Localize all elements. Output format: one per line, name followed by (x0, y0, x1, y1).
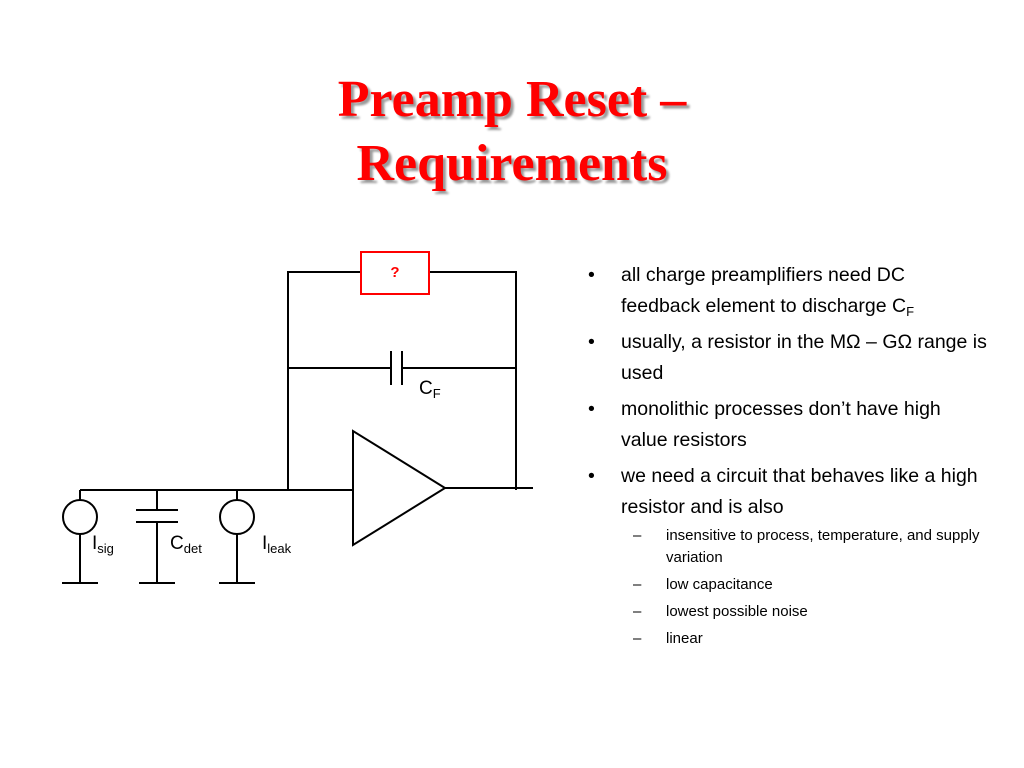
sub-bullet-dash: – (633, 603, 642, 620)
sub-bullet-text: low capacitance (666, 576, 773, 593)
bullet-dot: • (588, 264, 595, 286)
isig-current-source (62, 499, 98, 535)
ileak-label-sub: leak (267, 541, 292, 556)
ileak-label-main: I (262, 533, 268, 554)
cf-label-sub: F (432, 386, 441, 401)
bullet-item: • we need a circuit that behaves like a … (588, 461, 988, 650)
sub-bullet-item: – low capacitance (621, 574, 988, 596)
bullet-dot: • (588, 398, 595, 420)
sub-bullet-text: lowest possible noise (666, 603, 808, 620)
bullet-item: • usually, a resistor in the MΩ – GΩ ran… (588, 327, 988, 389)
sub-bullet-dash: – (633, 527, 642, 544)
requirements-list: • all charge preamplifiers need DC feedb… (588, 260, 988, 655)
sub-bullet-item: – linear (621, 628, 988, 650)
ileak-current-source (219, 499, 255, 535)
sub-bullet-dash: – (633, 630, 642, 647)
ileak-label: Ileak (262, 533, 291, 555)
slide-title: Preamp Reset – Requirements (0, 68, 1024, 196)
cdet-label-sub: det (183, 541, 202, 556)
bullet-text: monolithic processes don’t have high val… (621, 398, 941, 451)
bullet-item: • monolithic processes don’t have high v… (588, 394, 988, 456)
isig-label-sub: sig (97, 541, 114, 556)
sub-bullet-item: – insensitive to process, temperature, a… (621, 525, 988, 569)
slide-title-line-1: Preamp Reset – (337, 71, 687, 128)
unknown-feedback-element: ? (360, 251, 430, 295)
amplifier-triangle (352, 429, 447, 547)
sub-bullet-dash: – (633, 576, 642, 593)
bullet-dot: • (588, 465, 595, 487)
sub-bullet-text: linear (666, 630, 703, 647)
sub-bullet-item: – lowest possible noise (621, 601, 988, 623)
isig-label: Isig (92, 533, 114, 555)
bullet-dot: • (588, 331, 595, 353)
sub-requirements-list: – insensitive to process, temperature, a… (621, 525, 988, 650)
bullet-text: usually, a resistor in the MΩ – GΩ range… (621, 331, 987, 384)
cf-label: CF (419, 378, 441, 400)
isig-label-main: I (92, 533, 98, 554)
cdet-label: Cdet (170, 533, 202, 555)
bullet-item: • all charge preamplifiers need DC feedb… (588, 260, 988, 322)
slide-title-line-2: Requirements (356, 135, 668, 192)
feedback-element-wire (287, 271, 517, 490)
bullet-text-sub: F (906, 304, 915, 319)
bullet-text: all charge preamplifiers need DC feedbac… (621, 264, 907, 317)
cf-label-main: C (419, 378, 433, 399)
bullet-text: we need a circuit that behaves like a hi… (621, 465, 978, 518)
cdet-label-main: C (170, 533, 184, 554)
sub-bullet-text: insensitive to process, temperature, and… (666, 527, 980, 566)
